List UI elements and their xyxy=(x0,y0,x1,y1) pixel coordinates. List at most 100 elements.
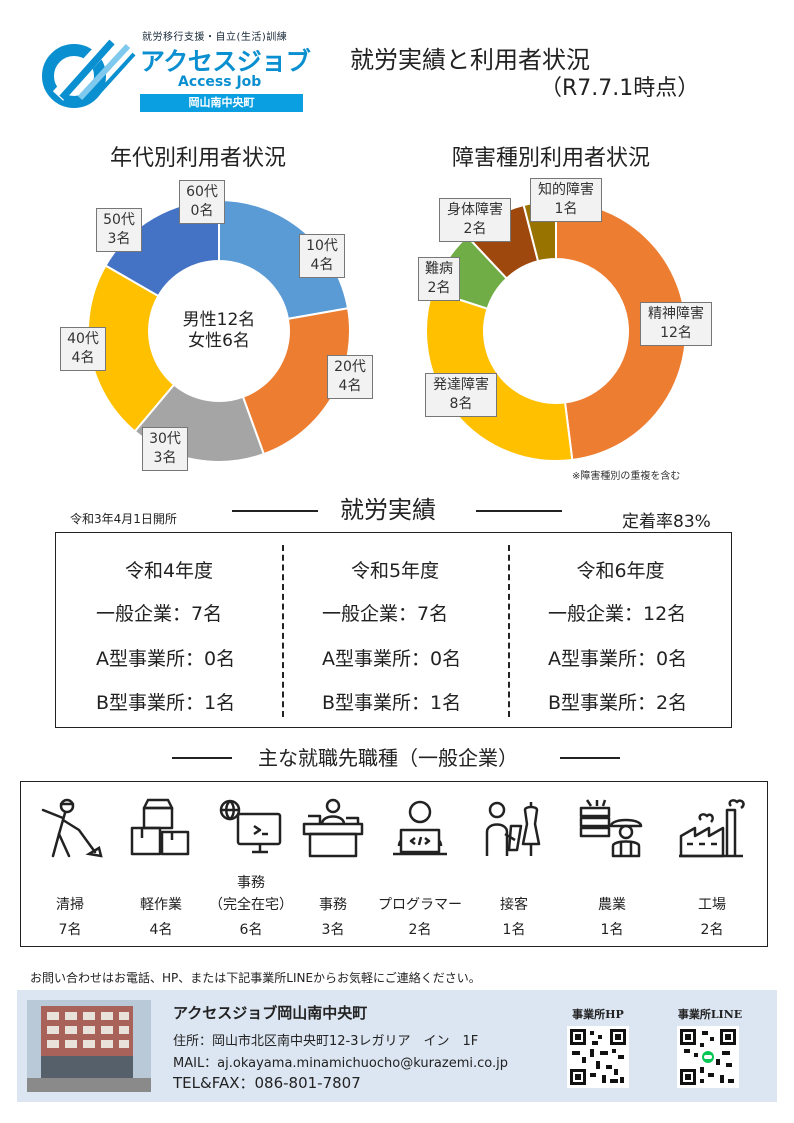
divider-left xyxy=(172,757,232,759)
job-cleaning: 清掃 7名 xyxy=(25,782,115,938)
office-desk-icon xyxy=(302,798,364,858)
job-name: プログラマー xyxy=(378,897,462,913)
job-count: 3名 xyxy=(321,922,345,938)
age-label-40s: 40代 4名 xyxy=(60,327,106,371)
age-chart-title: 年代別利用者状況 xyxy=(110,146,287,171)
job-count: 6名 xyxy=(239,922,263,938)
column-divider xyxy=(508,545,510,717)
job-name-sub: （完全在宅） xyxy=(209,897,293,913)
male-count: 男性12名 xyxy=(182,310,256,330)
age-label-50s: 50代 3名 xyxy=(96,208,142,252)
retention-rate: 定着率83% xyxy=(622,512,711,532)
general-company-count: 一般企業：7名 xyxy=(96,603,223,625)
qr-line-code[interactable] xyxy=(677,1026,739,1088)
type-b-count: B型事業所：2名 xyxy=(548,692,688,714)
job-office: 事務 3名 xyxy=(288,782,378,938)
logo-branch: 岡山南中央町 xyxy=(140,94,303,112)
donut-slice-発達障害 xyxy=(425,289,574,462)
logo: 就労移行支援・自立(生活)訓練 アクセスジョブ Access Job 岡山南中央… xyxy=(40,28,311,114)
qr-code-icon xyxy=(570,1029,626,1085)
divider-right xyxy=(476,510,562,512)
building-image xyxy=(27,1000,151,1092)
page-date: （R7.7.1時点） xyxy=(540,76,700,101)
job-name: 軽作業 xyxy=(140,897,182,913)
qr-code-icon xyxy=(680,1029,736,1085)
results-column-r5: 令和5年度 一般企業：7名 A型事業所：0名 B型事業所：1名 xyxy=(282,533,508,729)
job-light-work: 軽作業 4名 xyxy=(116,782,206,938)
programmer-icon xyxy=(393,800,447,856)
year-label: 令和4年度 xyxy=(124,560,214,582)
qr-line-label: 事業所LINE xyxy=(677,1008,743,1021)
year-label: 令和6年度 xyxy=(576,560,665,582)
boxes-icon xyxy=(130,798,190,856)
age-label-20s: 20代 4名 xyxy=(327,355,373,399)
customer-service-icon xyxy=(485,801,541,856)
logo-subtitle: 就労移行支援・自立(生活)訓練 xyxy=(142,32,288,43)
job-name: 工場 xyxy=(698,897,726,913)
age-label-60s: 60代 0名 xyxy=(179,180,225,224)
type-a-count: A型事業所：0名 xyxy=(96,648,236,670)
job-name: 事務 xyxy=(319,897,347,913)
divider-right xyxy=(560,757,620,759)
job-count: 1名 xyxy=(600,922,624,938)
job-name: 事務 xyxy=(237,875,265,891)
type-a-count: A型事業所：0名 xyxy=(548,648,688,670)
job-count: 7名 xyxy=(58,922,82,938)
job-name: 農業 xyxy=(598,897,626,913)
age-label-30s: 30代 3名 xyxy=(142,427,188,471)
disability-donut-chart xyxy=(425,200,687,462)
job-agriculture: 農業 1名 xyxy=(567,782,657,938)
type-b-count: B型事業所：1名 xyxy=(322,692,462,714)
results-column-r6: 令和6年度 一般企業：12名 A型事業所：0名 B型事業所：2名 xyxy=(508,533,733,729)
job-customer-service: 接客 1名 xyxy=(469,782,559,938)
age-chart-center-text: 男性12名 女性6名 xyxy=(168,310,270,352)
logo-name: アクセスジョブ xyxy=(140,47,311,76)
disability-label-developmental: 発達障害 8名 xyxy=(425,373,497,417)
cleaning-icon xyxy=(41,798,103,858)
type-a-count: A型事業所：0名 xyxy=(322,648,462,670)
office-phone[interactable]: TEL&FAX：086-801-7807 xyxy=(173,1074,361,1092)
results-table: 令和4年度 一般企業：7名 A型事業所：0名 B型事業所：1名 令和5年度 一般… xyxy=(55,532,732,728)
donut-slice-精神障害 xyxy=(555,200,687,462)
logo-mark-icon xyxy=(42,35,136,108)
female-count: 女性6名 xyxy=(188,331,250,351)
job-name: 接客 xyxy=(500,897,528,913)
donut-slice-40代 xyxy=(87,264,176,433)
job-count: 4名 xyxy=(149,922,173,938)
qr-hp-code[interactable] xyxy=(567,1026,629,1088)
office-address: 住所：岡山市北区南中央町12-3レガリア イン 1F xyxy=(173,1034,479,1049)
age-label-10s: 10代 4名 xyxy=(299,234,345,278)
year-label: 令和5年度 xyxy=(350,560,440,582)
disability-label-intractable-disease: 難病 2名 xyxy=(418,257,460,301)
contact-note: お問い合わせはお電話、HP、または下記事業所LINEからお気軽にご連絡ください。 xyxy=(30,971,481,985)
general-company-count: 一般企業：7名 xyxy=(322,603,449,625)
general-company-count: 一般企業：12名 xyxy=(548,603,687,625)
factory-icon xyxy=(679,799,745,858)
job-remote-office: 事務 （完全在宅） 6名 xyxy=(206,782,296,938)
job-name: 清掃 xyxy=(56,897,84,913)
footer-panel: アクセスジョブ岡山南中央町 住所：岡山市北区南中央町12-3レガリア イン 1F… xyxy=(17,990,777,1102)
jobs-panel: 清掃 7名 軽作業 4名 事務 （完全在宅） xyxy=(20,781,768,947)
office-name: アクセスジョブ岡山南中央町 xyxy=(173,1004,368,1022)
job-count: 2名 xyxy=(700,922,724,938)
farmer-icon xyxy=(579,799,643,858)
donut-slice-10代 xyxy=(218,198,350,321)
column-divider xyxy=(282,545,284,717)
results-column-r4: 令和4年度 一般企業：7名 A型事業所：0名 B型事業所：1名 xyxy=(56,533,282,729)
opening-date: 令和3年4月1日開所 xyxy=(70,512,177,526)
disability-label-intellectual: 知的障害 1名 xyxy=(530,178,602,222)
qr-hp-label: 事業所HP xyxy=(572,1008,624,1021)
jobs-title: 主な就職先職種（一般企業） xyxy=(258,746,518,770)
disability-label-mental: 精神障害 12名 xyxy=(640,302,712,346)
building-photo xyxy=(27,1000,151,1092)
job-count: 2名 xyxy=(408,922,432,938)
age-donut-chart xyxy=(87,198,351,463)
type-b-count: B型事業所：1名 xyxy=(96,692,236,714)
divider-left xyxy=(232,510,318,512)
office-email[interactable]: MAIL：aj.okayama.minamichuocho@kurazemi.c… xyxy=(173,1056,508,1071)
page-title: 就労実績と利用者状況 xyxy=(350,46,590,74)
job-factory: 工場 2名 xyxy=(667,782,757,938)
results-title: 就労実績 xyxy=(340,496,436,524)
disability-chart-title: 障害種別利用者状況 xyxy=(452,146,651,171)
remote-work-icon xyxy=(219,799,282,854)
